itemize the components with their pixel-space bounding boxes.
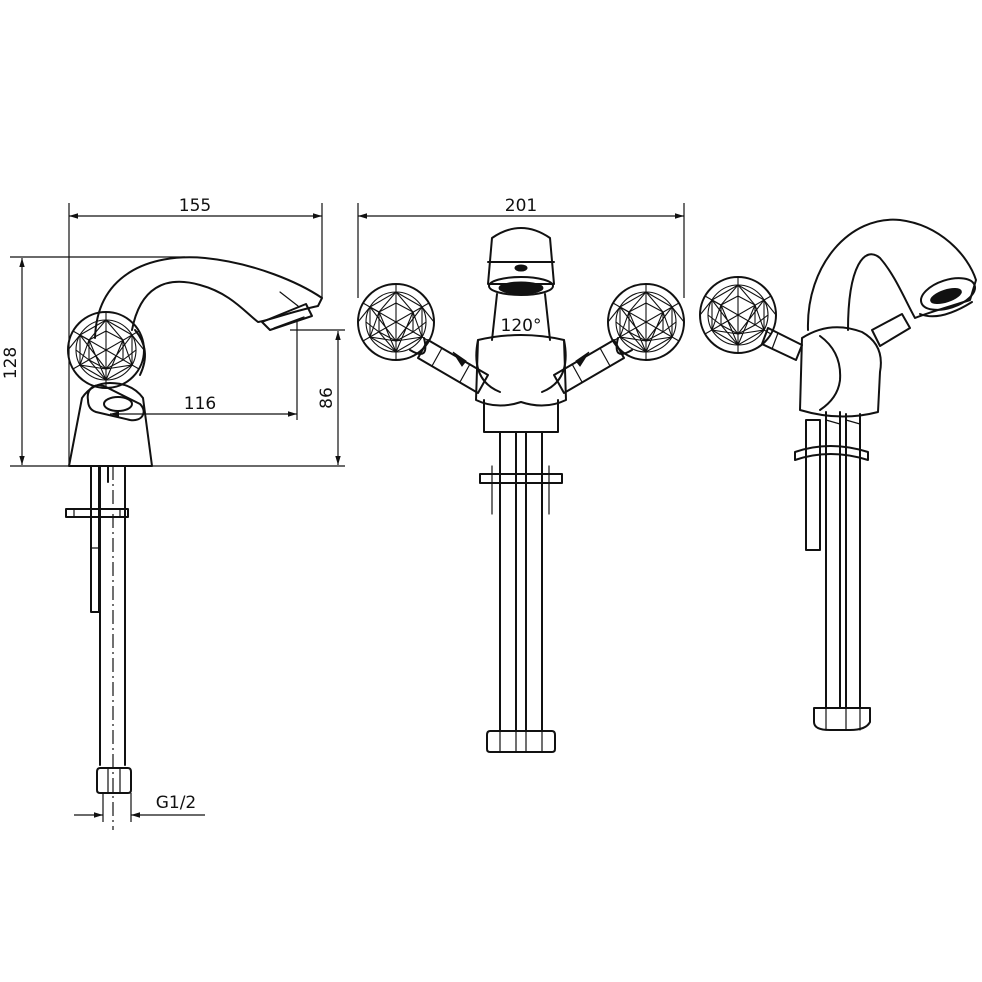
dimension-86-label: 86 xyxy=(317,387,337,409)
dimension-g12: G1/2 xyxy=(74,793,205,822)
dimension-201-label: 201 xyxy=(505,196,537,216)
dimension-86: 86 xyxy=(290,329,345,465)
dimension-116-label: 116 xyxy=(184,394,216,414)
dimension-116: 116 xyxy=(110,322,298,420)
side-view: 155 128 86 116 xyxy=(1,196,345,830)
perspective-crystal-handle-icon xyxy=(699,276,777,354)
side-hex-nut xyxy=(96,767,132,794)
front-left-crystal-handle-icon xyxy=(357,283,435,361)
side-body xyxy=(68,382,153,467)
dimension-155: 155 xyxy=(68,196,323,465)
front-hex-nut xyxy=(486,730,556,753)
side-spout xyxy=(94,256,323,339)
angle-120-label: 120° xyxy=(501,316,542,336)
perspective-hex-nut xyxy=(813,707,871,731)
perspective-view xyxy=(699,218,977,731)
dimension-128-label: 128 xyxy=(1,347,21,379)
front-view: 201 120° xyxy=(357,196,685,753)
side-crystal-handle-icon xyxy=(67,311,145,389)
dimension-201: 201 xyxy=(357,196,685,298)
front-right-crystal-handle-icon xyxy=(607,283,685,361)
dimension-g12-label: G1/2 xyxy=(156,793,197,813)
dimension-155-label: 155 xyxy=(179,196,211,216)
dimension-128: 128 xyxy=(1,256,345,467)
